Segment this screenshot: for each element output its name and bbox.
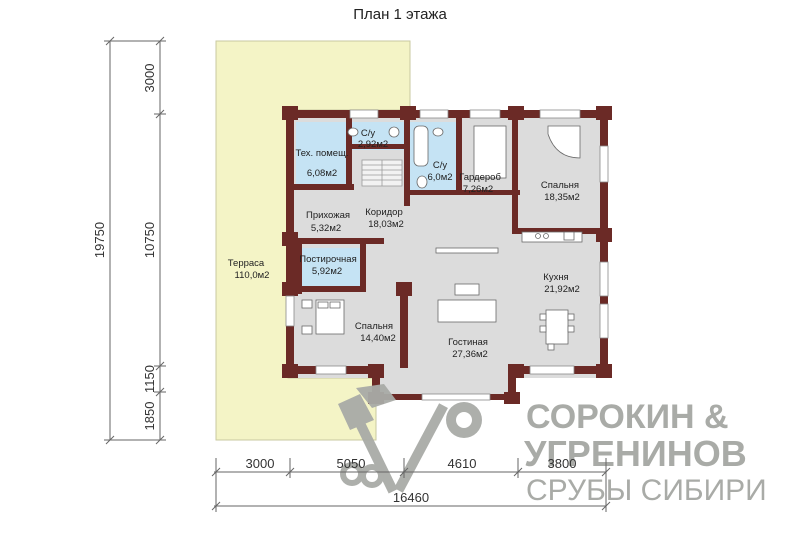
dim-bottom-2: 5050 — [337, 456, 366, 471]
logo-line-3: СРУБЫ СИБИРИ — [526, 474, 767, 507]
corridor-area: 18,03м2 — [368, 219, 404, 230]
kitchen-name: Кухня — [543, 272, 568, 283]
dim-left-2: 10750 — [142, 222, 157, 258]
dim-left-outer: 19750 — [92, 222, 107, 258]
staircase — [361, 159, 403, 187]
room-labels: Терраса 110,0м2 Тех. помещ. 6,08м2 С/у 2… — [228, 128, 580, 360]
living-area: 27,36м2 — [452, 349, 488, 360]
bedroom1-name: Спальня — [541, 180, 579, 191]
dim-left-4: 1850 — [142, 402, 157, 431]
wc2-area: 6,0м2 — [427, 172, 452, 183]
tech-name: Тех. помещ. — [295, 148, 348, 159]
company-logo-text: СОРОКИН & УГРЕНИНОВ СРУБЫ СИБИРИ — [524, 398, 767, 507]
kitchen-area: 21,92м2 — [544, 284, 580, 295]
laundry-floor — [296, 248, 364, 290]
tech-room-floor — [296, 122, 348, 184]
dim-bottom-total: 16460 — [393, 490, 429, 505]
terrace-area-label: 110,0м2 — [235, 270, 270, 281]
wardrobe-name: Гардероб — [459, 172, 501, 183]
fixtures — [301, 125, 583, 351]
dim-bottom-1: 3000 — [246, 456, 275, 471]
dim-bottom-3: 4610 — [448, 456, 477, 471]
dim-bottom-4: 3800 — [548, 456, 577, 471]
living-name: Гостиная — [448, 337, 488, 348]
laundry-area: 5,92м2 — [312, 266, 342, 277]
logo-line-1: СОРОКИН & — [526, 398, 729, 436]
wardrobe-area: 7,26м2 — [463, 184, 493, 195]
tech-area: 6,08м2 — [307, 168, 337, 179]
hall-name: Прихожая — [306, 210, 350, 221]
bedroom2-name: Спальня — [355, 321, 393, 332]
dim-left-3: 1150 — [142, 365, 157, 393]
lower-living-floor — [376, 360, 512, 398]
hall-area: 5,32м2 — [311, 223, 341, 234]
wc1-area: 2,92м2 — [358, 139, 388, 150]
dim-left-1: 3000 — [142, 64, 157, 93]
laundry-name: Постирочная — [299, 254, 357, 265]
corridor-name: Коридор — [365, 207, 403, 218]
company-logo-emblem — [338, 384, 482, 494]
logo-line-2: УГРЕНИНОВ — [524, 433, 747, 474]
left-dimension-lines — [104, 36, 166, 445]
windows — [285, 109, 609, 401]
wc2-name: С/у — [433, 160, 448, 171]
wc1-name: С/у — [361, 128, 376, 139]
bottom-dimension-lines — [211, 458, 611, 512]
bedroom2-area: 14,40м2 — [360, 333, 396, 344]
terrace-name: Терраса — [228, 258, 265, 269]
bedroom1-area: 18,35м2 — [544, 192, 580, 203]
plan-title: План 1 этажа — [353, 6, 447, 23]
